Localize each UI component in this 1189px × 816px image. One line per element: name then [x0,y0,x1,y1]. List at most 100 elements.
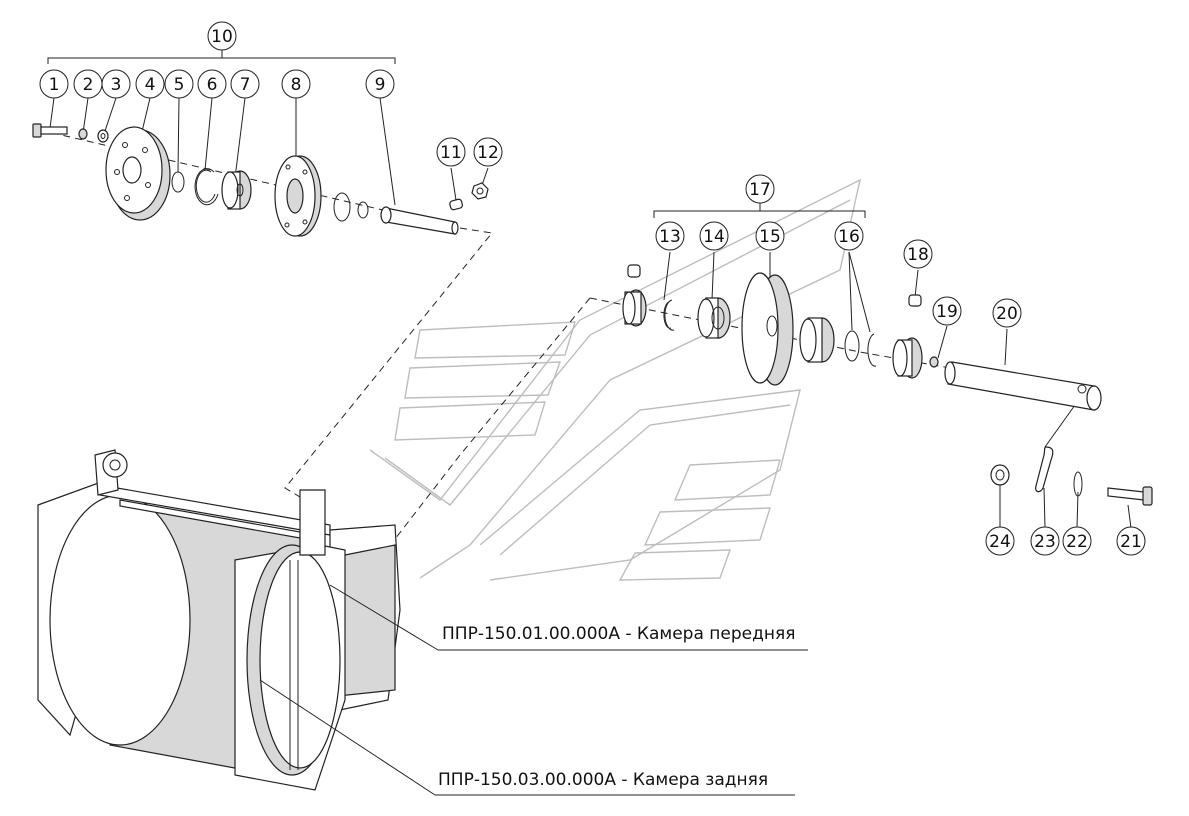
callout-number: 23 [1034,532,1056,552]
callout-number: 4 [145,75,156,95]
part-16-circlips [844,330,877,367]
callout-number: 18 [907,245,929,265]
callout-circle [745,174,775,204]
part-13-circlip [663,299,675,331]
part-20-axle [944,361,1102,411]
caption-leaders [259,584,808,796]
callout-number: 15 [759,227,781,247]
leader-lines [49,97,1132,529]
callout-15: 15 [755,221,785,251]
part-8-bearing-housing [274,155,322,237]
callout-3: 3 [101,69,131,99]
callout-number: 5 [174,75,185,95]
part-23-cotter-pin [1035,446,1054,493]
callout-number: 1 [49,75,60,95]
callout-number: 22 [1066,532,1088,552]
callout-circle [755,221,785,251]
part-sleeve-right [892,337,923,379]
part-14-bearing [697,297,731,339]
callout-number: 20 [996,304,1018,324]
callout-number: 7 [240,75,251,95]
callout-5: 5 [164,69,194,99]
callout-number: 19 [936,302,958,322]
callout-number: 10 [211,27,233,47]
callout-circle [699,221,729,251]
callout-circle [365,69,395,99]
callout-9: 9 [365,69,395,99]
caption-front-chamber: ППР-150.01.00.000А - Камера передняя [442,624,796,644]
part-bearing-right [799,317,835,363]
callout-13: 13 [655,221,685,251]
part-11-pin [449,198,464,211]
caption-rear-chamber: ППР-150.03.00.000А - Камера задняя [438,770,769,790]
callout-8: 8 [281,69,311,99]
callout-number: 9 [375,75,386,95]
callout-4: 4 [135,69,165,99]
group-bracket-10 [47,50,396,64]
callout-20: 20 [992,298,1022,328]
callout-circle [101,69,131,99]
part-22-snap-ring [1073,471,1083,497]
callout-19: 19 [932,296,962,326]
callout-number: 2 [83,75,94,95]
part-grease-fitting [627,264,641,278]
callout-circle [207,21,237,51]
callout-circle [992,298,1022,328]
callout-number: 6 [207,75,218,95]
part-15-roller-disc [741,272,794,386]
callout-17: 17 [745,174,775,204]
part-2-nut [78,128,88,140]
callout-11: 11 [436,137,466,167]
part-12-nut [471,182,489,200]
callout-14: 14 [699,221,729,251]
callout-circle [39,69,69,99]
callout-number: 24 [989,532,1011,552]
callout-circle [135,69,165,99]
callout-24: 24 [985,526,1015,556]
callout-1: 1 [39,69,69,99]
callout-circle [834,221,864,251]
part-6-circlip [194,168,219,206]
callout-circle [197,69,227,99]
part-9-shaft [333,192,459,235]
callout-2: 2 [73,69,103,99]
callout-number: 21 [1120,532,1142,552]
part-21-bolt [1107,486,1153,506]
callout-12: 12 [473,137,503,167]
part-19-ring [929,356,939,368]
callout-number: 3 [111,75,122,95]
callout-circle [436,137,466,167]
callout-number: 12 [477,143,499,163]
chamber-assembly [37,449,401,791]
part-1-bolt [32,123,68,138]
callout-circle [985,526,1015,556]
part-4-flange-disc [105,126,171,221]
callout-circle [1030,526,1060,556]
callout-circle [1062,526,1092,556]
callout-22: 22 [1062,526,1092,556]
watermark-logo [369,178,862,581]
callout-circle [1116,526,1146,556]
callout-circle [655,221,685,251]
callout-21: 21 [1116,526,1146,556]
part-3-washer [97,129,109,143]
callout-circle [473,137,503,167]
callout-circle [903,239,933,269]
callout-10: 10 [207,21,237,51]
callout-23: 23 [1030,526,1060,556]
part-7-bushing [221,170,252,210]
callout-circle [164,69,194,99]
callout-7: 7 [230,69,260,99]
callout-6: 6 [197,69,227,99]
part-5-retaining-ring [171,171,185,193]
callout-circle [281,69,311,99]
callout-circle [932,296,962,326]
part-24-nut [990,464,1010,486]
callout-18: 18 [903,239,933,269]
callout-number: 17 [749,180,771,200]
assembly-axis-lines [39,129,1086,553]
callout-number: 14 [703,227,725,247]
callout-circle [230,69,260,99]
